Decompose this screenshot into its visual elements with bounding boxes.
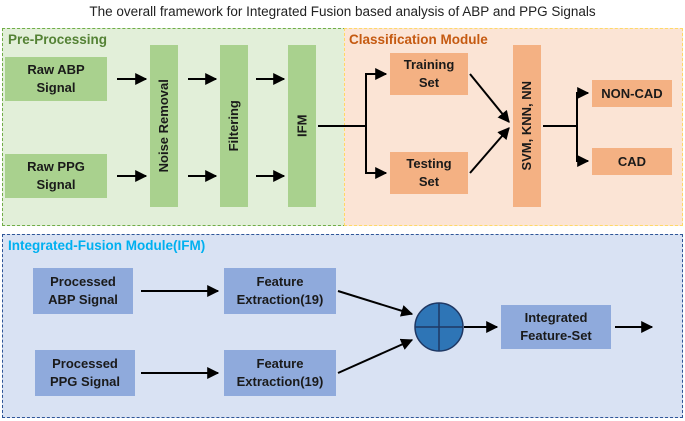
cad-label: CAD — [617, 153, 647, 169]
noise-removal-box: Noise Removal — [150, 45, 178, 207]
training-set-label: Training Set — [403, 57, 455, 90]
cad-box: CAD — [592, 148, 672, 175]
integrated-feature-set-box: Integrated Feature-Set — [501, 305, 611, 349]
arrow-feature2-to-fusion — [337, 338, 414, 374]
feature-extraction-label-2: Feature Extraction(19) — [236, 356, 324, 389]
arrow-ifm-to-training — [318, 68, 388, 127]
classification-label: Classification Module — [349, 32, 488, 47]
arrow-classifier-to-cad — [576, 126, 590, 167]
ifm-module-label: Integrated-Fusion Module(IFM) — [8, 238, 206, 253]
arrow-testing-to-classifier — [469, 127, 510, 174]
non-cad-box: NON-CAD — [592, 80, 672, 107]
integrated-feature-set-label: Integrated Feature-Set — [520, 310, 592, 343]
processed-abp-signal-box: Processed ABP Signal — [33, 268, 133, 314]
feature-extraction-box-1: Feature Extraction(19) — [224, 268, 336, 314]
processed-abp-signal-label: Processed ABP Signal — [48, 274, 118, 307]
filtering-box: Filtering — [220, 45, 248, 207]
processed-ppg-signal-label: Processed PPG Signal — [49, 356, 121, 389]
non-cad-label: NON-CAD — [601, 85, 663, 101]
training-set-box: Training Set — [390, 53, 468, 95]
feature-extraction-box-2: Feature Extraction(19) — [224, 350, 336, 396]
arrow-training-to-classifier — [469, 73, 510, 123]
classifier-box: SVM, KNN, NN — [513, 45, 541, 207]
arrow-feature1-to-fusion — [337, 290, 414, 317]
testing-set-label: Testing Set — [406, 156, 452, 189]
diagram-title: The overall framework for Integrated Fus… — [89, 4, 596, 19]
raw-abp-signal-label: Raw ABP Signal — [27, 62, 85, 95]
ifm-box: IFM — [288, 45, 316, 207]
raw-abp-signal-box: Raw ABP Signal — [5, 57, 107, 101]
fusion-operator-icon — [414, 302, 464, 352]
arrow-ifm-to-testing — [365, 126, 388, 179]
raw-ppg-signal-label: Raw PPG Signal — [27, 159, 85, 192]
processed-ppg-signal-box: Processed PPG Signal — [35, 350, 135, 396]
arrow-classifier-to-noncad — [543, 87, 590, 127]
feature-extraction-label-1: Feature Extraction(19) — [236, 274, 324, 307]
raw-ppg-signal-box: Raw PPG Signal — [5, 154, 107, 198]
preprocessing-label: Pre-Processing — [8, 32, 108, 47]
testing-set-box: Testing Set — [390, 152, 468, 194]
